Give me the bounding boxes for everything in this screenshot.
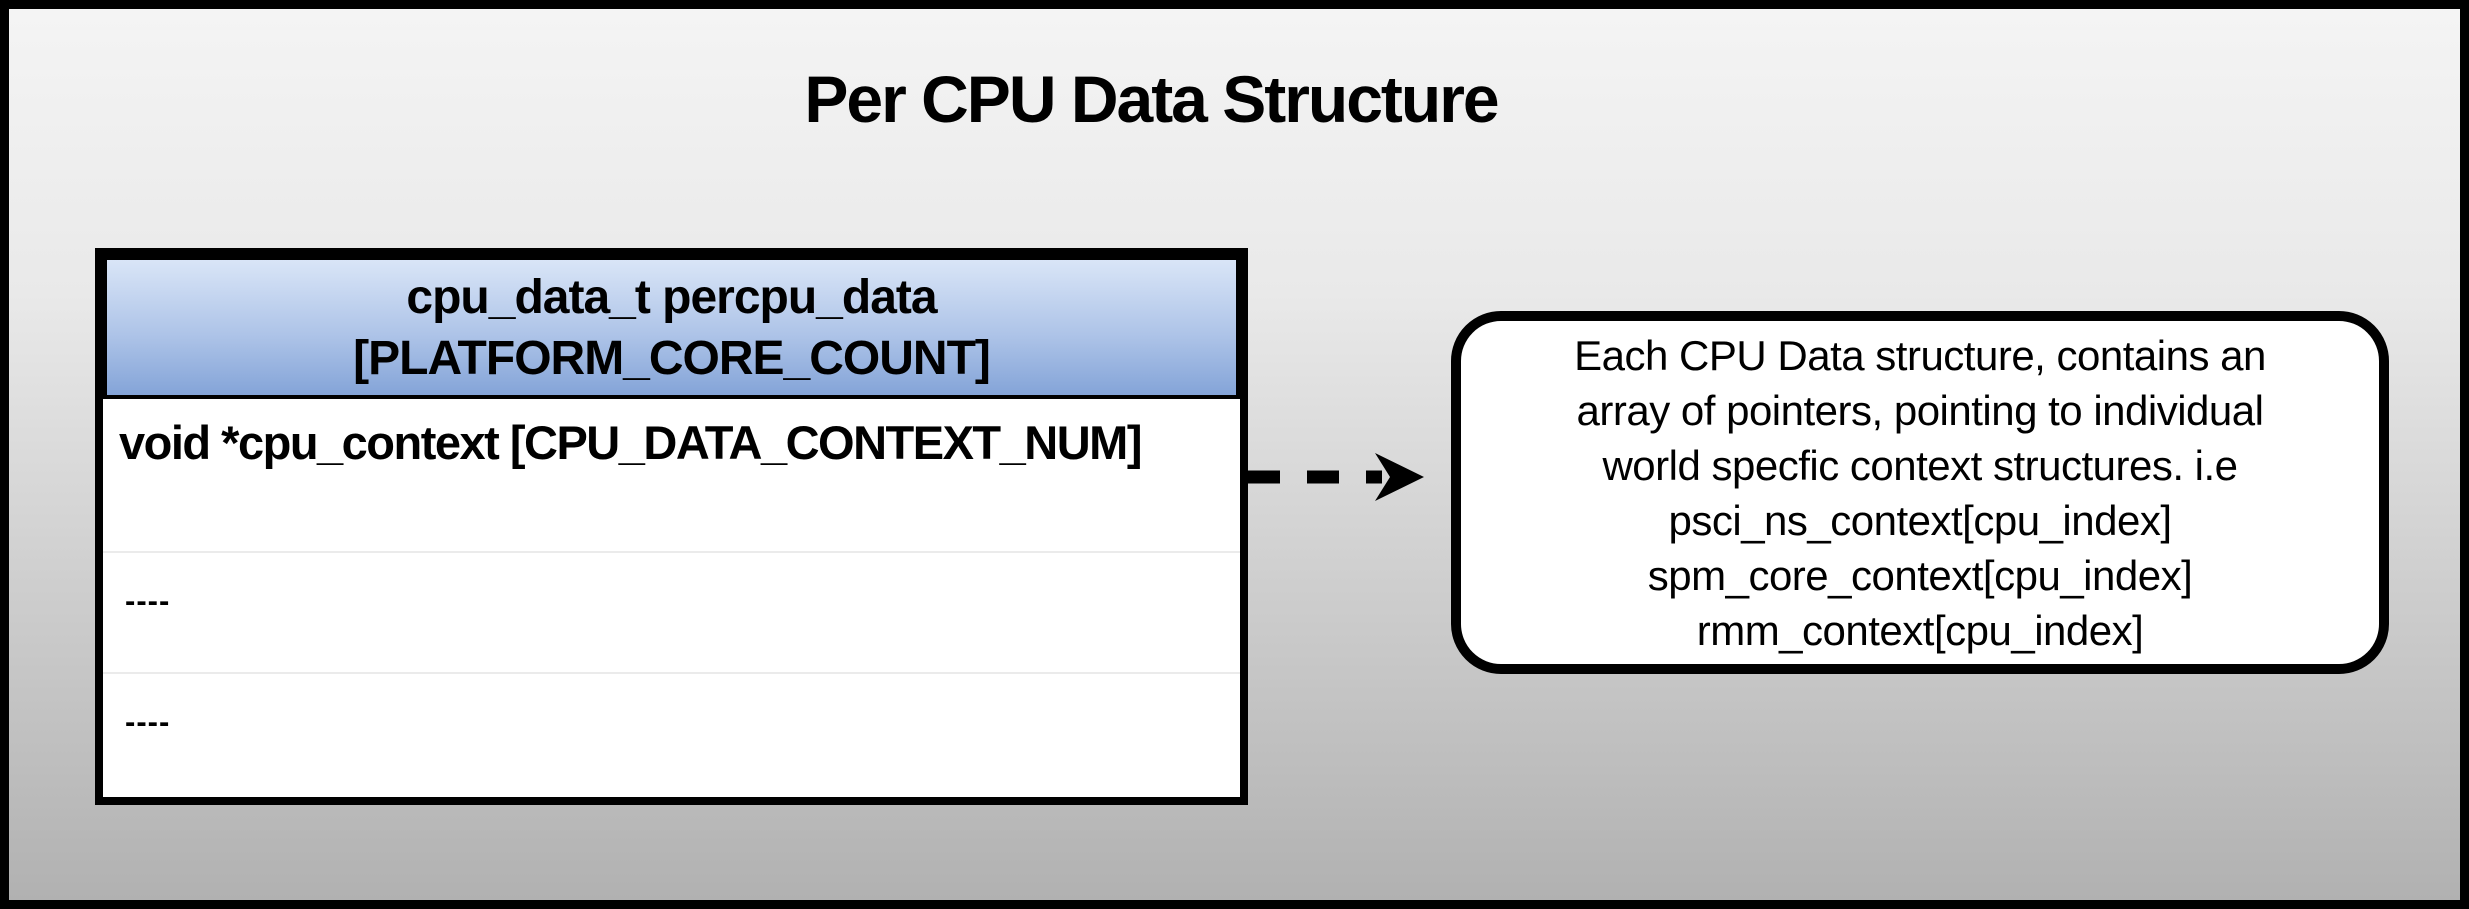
- callout-line: array of pointers, pointing to individua…: [1576, 386, 2264, 434]
- callout-line: rmm_context[cpu_index]: [1696, 606, 2144, 654]
- dashed-arrow-icon: [1248, 453, 1424, 501]
- cpu-data-struct-table: cpu_data_t percpu_data [PLATFORM_CORE_CO…: [95, 248, 1248, 805]
- explanation-callout: Each CPU Data structure, contains an arr…: [1451, 311, 2389, 674]
- callout-line: world specfic context structures. i.e: [1602, 441, 2238, 489]
- table-row-cpu-context: void *cpu_context [CPU_DATA_CONTEXT_NUM]: [103, 399, 1240, 553]
- struct-table-header: cpu_data_t percpu_data [PLATFORM_CORE_CO…: [103, 256, 1240, 399]
- callout-line: psci_ns_context[cpu_index]: [1668, 496, 2173, 544]
- page-title: Per CPU Data Structure: [804, 62, 1499, 136]
- table-row-placeholder-2: ----: [103, 674, 1240, 797]
- callout-line: Each CPU Data structure, contains an: [1574, 331, 2266, 379]
- table-row-placeholder-1: ----: [103, 553, 1240, 674]
- callout-line: spm_core_context[cpu_index]: [1647, 551, 2193, 599]
- struct-header-line1: cpu_data_t percpu_data: [406, 270, 937, 324]
- struct-header-line2: [PLATFORM_CORE_COUNT]: [353, 331, 991, 385]
